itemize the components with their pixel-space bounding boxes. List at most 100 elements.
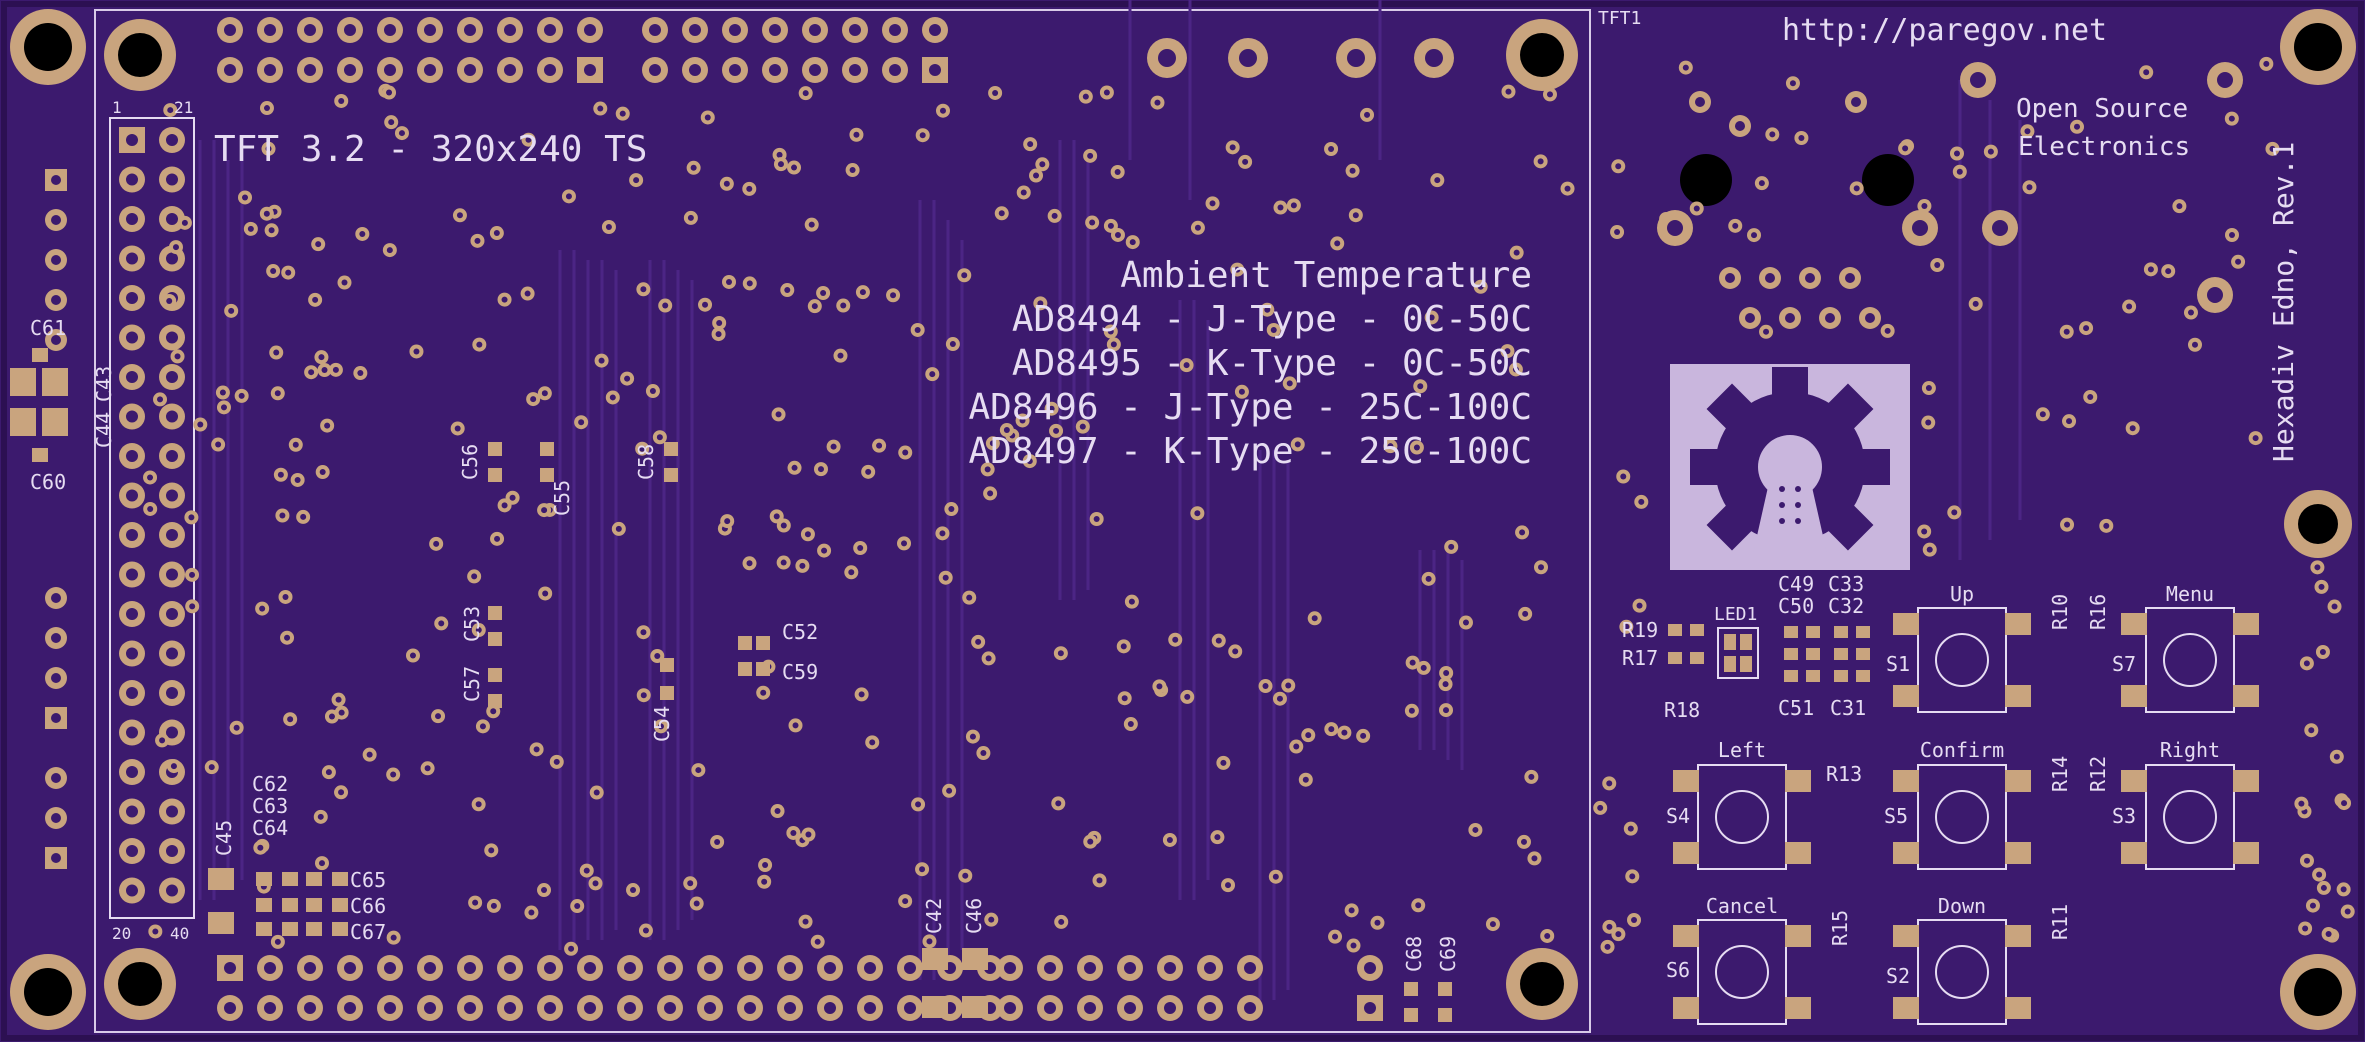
tactile-switch [1935, 790, 1989, 844]
drill-hole [769, 24, 781, 36]
drill-hole [687, 880, 694, 887]
drill-hole [1311, 615, 1318, 622]
drill-hole [335, 696, 342, 703]
drill-hole [1264, 306, 1271, 313]
drill-hole [902, 898, 909, 905]
drill-hole [890, 292, 897, 299]
header-pin1-label: 1 [112, 98, 122, 117]
switch-pad [2005, 770, 2031, 792]
drill-hole [1442, 681, 1449, 688]
drill-hole [126, 805, 138, 818]
drill-hole [1765, 273, 1775, 283]
drill-hole [2303, 660, 2310, 667]
drill-hole [544, 64, 556, 76]
tft-refdes: TFT1 [1598, 8, 1642, 29]
drill-hole [811, 303, 818, 310]
drill-hole [220, 404, 227, 411]
board-url: http://paregov.net [1782, 13, 2108, 48]
note-ad8495: AD8495 - K-Type - 0C-50C [1011, 343, 1532, 384]
drill-hole [2341, 800, 2348, 807]
drill-hole [166, 213, 178, 225]
drill-hole [1328, 726, 1335, 733]
drill-hole [490, 708, 497, 715]
drill-hole [1615, 931, 1622, 938]
drill-hole [1627, 825, 1634, 832]
drill-hole [704, 114, 711, 121]
drill-hole [1124, 1002, 1136, 1014]
drill-hole [524, 290, 531, 297]
drill-hole [1004, 962, 1016, 974]
drill-hole [919, 866, 926, 873]
drill-hole [479, 723, 486, 730]
drill-hole [257, 844, 264, 851]
drill-hole [233, 724, 240, 731]
drill-hole [228, 307, 235, 314]
refdes-c31: C31 [1830, 696, 1867, 720]
drill-hole [784, 1002, 796, 1014]
drill-hole [224, 962, 236, 974]
refdes-r12: R12 [2086, 755, 2110, 792]
drill-hole [1044, 962, 1056, 974]
drill-hole [1805, 273, 1815, 283]
refdes-c69: C69 [1436, 935, 1460, 972]
button-refdes: S7 [2112, 652, 2137, 676]
drill-hole [744, 962, 756, 974]
drill-hole [1489, 921, 1496, 928]
drill-hole [152, 928, 159, 935]
drill-hole [915, 801, 922, 808]
drill-hole [729, 64, 741, 76]
drill-hole [942, 574, 949, 581]
drill-hole [284, 634, 291, 641]
refdes-c49: C49 [1778, 572, 1815, 596]
drill-hole [1732, 222, 1739, 229]
drill-hole [126, 845, 138, 857]
drill-hole [1019, 417, 1026, 424]
drill-hole [1387, 443, 1394, 450]
tactile-switch [2163, 633, 2217, 687]
drill-hole [1262, 683, 1269, 690]
drill-hole [433, 540, 440, 547]
drill-hole [762, 862, 769, 869]
drill-hole [1443, 707, 1450, 714]
drill-hole [1120, 643, 1127, 650]
note-ad8494: AD8494 - J-Type - 0C-50C [1011, 299, 1532, 340]
button-label-left: Left [1717, 738, 1767, 762]
drill-hole [939, 530, 946, 537]
drill-hole [689, 24, 701, 36]
drill-hole [2103, 522, 2110, 529]
drill-hole [189, 603, 196, 610]
drill-hole [992, 89, 999, 96]
drill-hole [553, 758, 560, 765]
drill-hole [1751, 232, 1758, 239]
drill-hole [1695, 97, 1705, 107]
refdes-c61: C61 [30, 316, 67, 340]
switch-pad [2233, 842, 2259, 864]
notes-heading: Ambient Temperature [1120, 255, 1532, 296]
drill-hole [126, 292, 138, 304]
drill-hole [1107, 328, 1114, 335]
refdes-c68: C68 [1402, 935, 1426, 972]
drill-hole [840, 302, 847, 309]
drill-hole [775, 411, 782, 418]
drill-hole [51, 713, 61, 723]
drill-hole [1364, 962, 1376, 974]
drill-hole [541, 507, 548, 514]
drill-hole [2176, 203, 2183, 210]
drill-hole [273, 349, 280, 356]
drill-hole [689, 64, 701, 76]
drill-hole [542, 590, 549, 597]
drill-hole [984, 466, 991, 473]
drill-hole [724, 518, 731, 525]
drill-hole [504, 24, 516, 36]
drill-hole [464, 24, 476, 36]
drill-hole [1204, 962, 1216, 974]
switch-pad [1893, 925, 1919, 947]
drill-hole [865, 468, 872, 475]
drill-hole [1620, 473, 1627, 480]
drill-hole [51, 335, 61, 345]
drill-hole [817, 466, 824, 473]
refdes-c57: C57 [460, 665, 484, 702]
drill-hole [998, 210, 1005, 217]
drill-hole [1902, 145, 1909, 152]
drill-hole [802, 918, 809, 925]
